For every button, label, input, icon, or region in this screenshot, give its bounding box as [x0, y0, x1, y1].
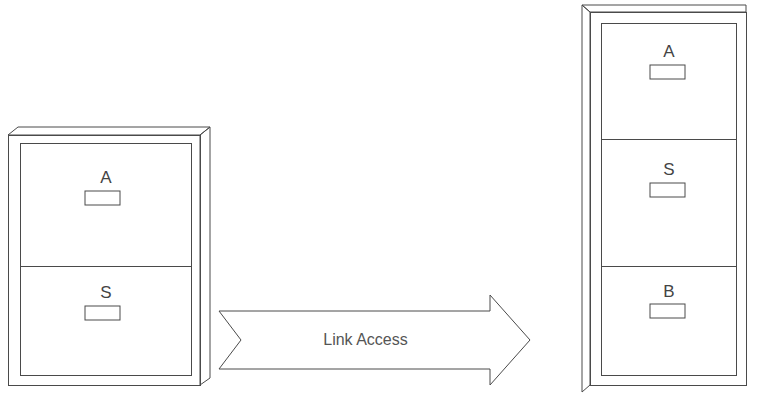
arrow-label: Link Access — [320, 331, 410, 349]
cabinet-top — [8, 127, 210, 135]
drawer-label: S — [21, 283, 191, 302]
drawer-handle — [85, 191, 120, 205]
cabinet-drawer: A — [601, 23, 737, 140]
cabinet-drawer: S — [20, 266, 192, 376]
file-cabinet: A S B — [590, 12, 747, 386]
drawer-handle — [650, 65, 685, 79]
drawer-handle — [650, 304, 685, 318]
drawer-handle — [85, 306, 120, 320]
cabinet-drawer: S — [601, 139, 737, 267]
drawer-label: B — [602, 282, 736, 301]
cabinet-side — [582, 5, 590, 392]
cabinet-side — [200, 127, 210, 385]
cabinet-drawer: A — [20, 143, 192, 267]
cabinet-top — [582, 5, 746, 12]
drawer-label: S — [602, 160, 736, 179]
file-cabinet: AS — [8, 135, 201, 386]
drawer-label: A — [21, 168, 191, 187]
block-arrow — [219, 295, 530, 385]
drawer-label: A — [602, 42, 736, 61]
cabinet-drawer: B — [601, 266, 737, 376]
drawer-handle — [650, 183, 685, 197]
